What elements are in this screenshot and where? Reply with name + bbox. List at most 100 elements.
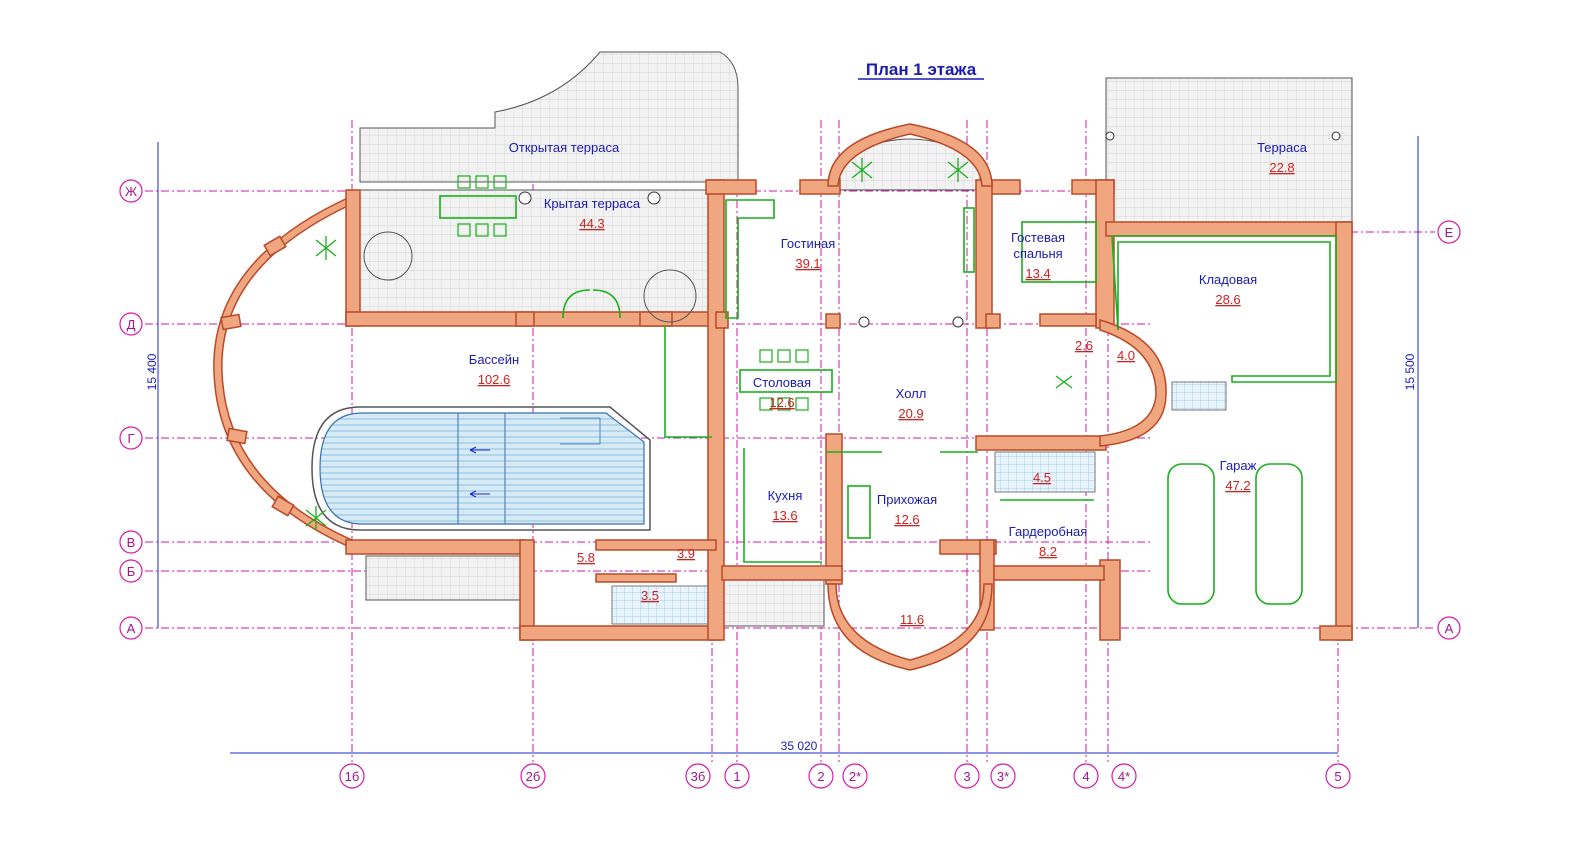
covered-terrace-floor — [359, 189, 713, 317]
room-covered-terrace: Крытая терраса 44.3 — [544, 196, 641, 231]
room-small-3: 4.5 — [1033, 470, 1051, 485]
open-terrace-floor — [359, 51, 739, 183]
axis-col-label: 5 — [1334, 769, 1341, 784]
axis-row-label: В — [127, 535, 136, 550]
room-area: 28.6 — [1215, 292, 1240, 307]
room-terrace: Терраса 22.8 — [1257, 140, 1308, 175]
axis-row-label: Д — [127, 317, 136, 332]
axis-row-label-right: Е — [1445, 225, 1454, 240]
room-area: 47.2 — [1225, 478, 1250, 493]
tiled-areas — [359, 51, 1353, 627]
room-area: 102.6 — [478, 372, 511, 387]
room-name: Крытая терраса — [544, 196, 641, 211]
room-area: 8.2 — [1039, 544, 1057, 559]
room-hall: Холл 20.9 — [896, 386, 927, 421]
room-name: Гардеробная — [1009, 524, 1088, 539]
room-garage: Гараж 47.2 — [1220, 458, 1257, 493]
dining-chairs — [457, 175, 809, 411]
axis-col-2: 2 — [808, 120, 834, 789]
walls — [213, 123, 1353, 671]
right-height-dim: 15 500 — [1403, 353, 1417, 390]
terrace-floor — [1105, 77, 1353, 224]
dimension-lines: 35 020 15 400 15 500 — [145, 136, 1419, 754]
axis-row-label-right: А — [1445, 621, 1454, 636]
room-area: 3.5 — [641, 588, 659, 603]
room-area: 11.6 — [900, 612, 924, 627]
room-area: 13.6 — [772, 508, 797, 523]
room-entry: Прихожая 12.6 — [877, 492, 937, 527]
room-name: Столовая — [753, 375, 811, 390]
room-name: Гараж — [1220, 458, 1257, 473]
stair-floor — [365, 555, 522, 601]
axis-col-3: 3 — [954, 120, 980, 789]
bath-tiles-1 — [611, 585, 709, 625]
furniture — [363, 195, 1337, 605]
room-name: спальня — [1013, 246, 1062, 261]
swimming-pool — [311, 406, 651, 531]
room-area: 4.0 — [1117, 348, 1135, 363]
room-name: Прихожая — [877, 492, 937, 507]
room-name: Терраса — [1257, 140, 1308, 155]
room-name: Холл — [896, 386, 927, 401]
axis-col-label: 2б — [526, 769, 541, 784]
room-dining: Столовая 12.6 — [753, 375, 811, 410]
stair-floor-2 — [723, 577, 825, 627]
bath-tiles-2 — [994, 451, 1096, 493]
axis-col-label: 4 — [1082, 769, 1089, 784]
room-area: 12.6 — [769, 395, 794, 410]
room-area: 12.6 — [894, 512, 919, 527]
axis-col-label: 4* — [1118, 769, 1130, 784]
axis-col-label: 1б — [345, 769, 360, 784]
axis-col-label: 3* — [997, 769, 1009, 784]
plan-title: План 1 этажа — [866, 60, 977, 79]
room-wardrobe: Гардеробная 8.2 — [1009, 524, 1088, 559]
overall-width-dim: 35 020 — [781, 739, 818, 753]
room-area: 20.9 — [898, 406, 923, 421]
room-name: Кладовая — [1199, 272, 1257, 287]
left-height-dim: 15 400 — [145, 353, 159, 390]
room-name: Открытая терраса — [509, 140, 620, 155]
axis-col-label: 3б — [691, 769, 706, 784]
axis-row-label: Ж — [125, 184, 137, 199]
axis-row-label: Г — [127, 431, 134, 446]
room-area: 4.5 — [1033, 470, 1051, 485]
room-small-6: 3.5 — [641, 588, 659, 603]
room-small-2: 4.0 — [1117, 348, 1135, 363]
pool-surround — [311, 406, 651, 531]
room-name: Гостевая — [1011, 230, 1065, 245]
room-area: 3.9 — [677, 546, 695, 561]
axis-col-label: 1 — [733, 769, 740, 784]
room-porch: 11.6 — [900, 612, 924, 627]
room-name: Кухня — [768, 488, 803, 503]
room-pool: Бассейн 102.6 — [469, 352, 519, 387]
room-area: 13.4 — [1025, 266, 1050, 281]
axis-col-2*: 2* — [838, 120, 868, 789]
room-area: 5.8 — [577, 550, 595, 565]
axis-row-label: Б — [127, 564, 136, 579]
room-storage: Кладовая 28.6 — [1199, 272, 1257, 307]
garage-utility-tiles — [1171, 381, 1227, 411]
axis-col-label: 3 — [963, 769, 970, 784]
room-name: Бассейн — [469, 352, 519, 367]
pool-water — [319, 412, 645, 525]
room-name: Гостиная — [781, 236, 836, 251]
room-open-terrace: Открытая терраса — [509, 140, 620, 155]
axis-col-label: 2* — [849, 769, 861, 784]
room-living: Гостиная 39.1 — [781, 236, 836, 271]
room-small-4: 5.8 — [577, 550, 595, 565]
room-area: 22.8 — [1269, 160, 1294, 175]
columns — [518, 131, 1341, 328]
room-kitchen: Кухня 13.6 — [768, 488, 803, 523]
axis-row-label: А — [127, 621, 136, 636]
room-small-1: 2.6 — [1075, 338, 1093, 353]
plant-icons — [305, 158, 1073, 530]
room-area: 44.3 — [579, 216, 604, 231]
room-area: 2.6 — [1075, 338, 1093, 353]
axis-col-1б: 1б — [339, 120, 365, 789]
room-area: 39.1 — [795, 256, 820, 271]
room-small-5: 3.9 — [677, 546, 695, 561]
